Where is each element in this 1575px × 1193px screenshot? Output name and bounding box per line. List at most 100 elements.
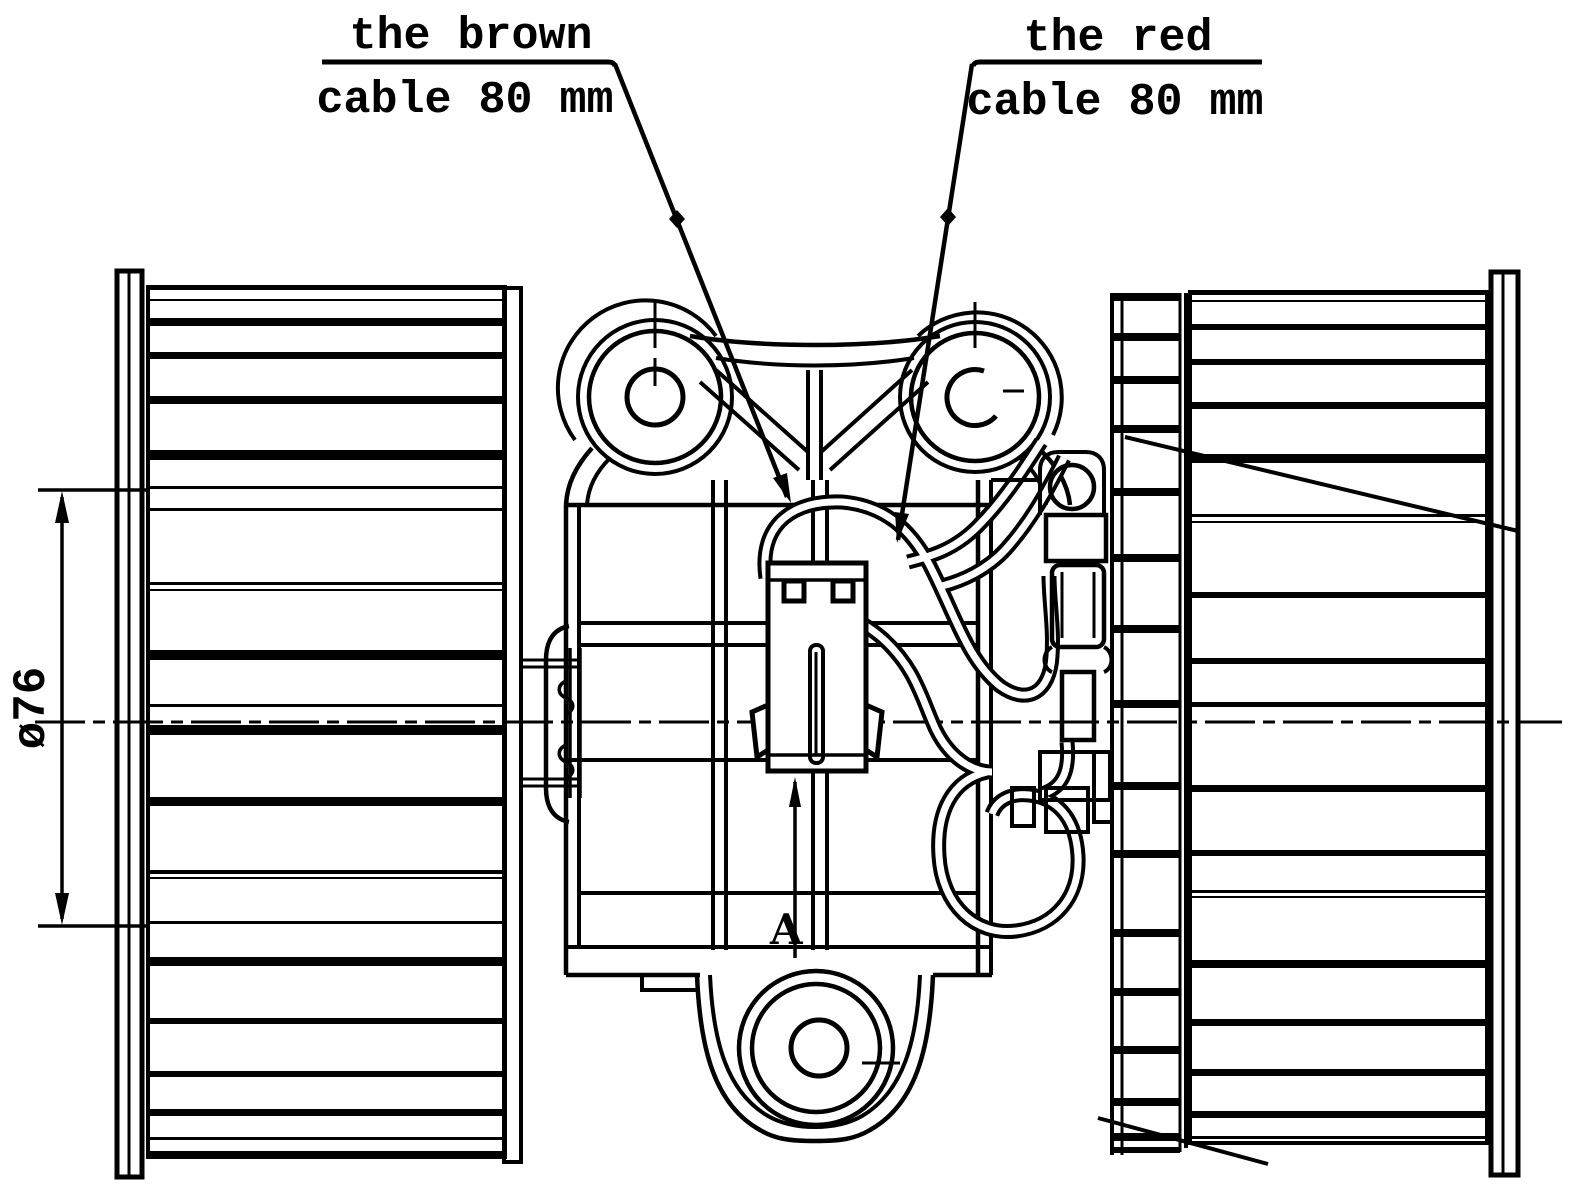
- fan-blade-stripe: [1192, 300, 1485, 302]
- fan-blade-stripe: [1192, 960, 1485, 968]
- red-leader-arrowhead: [895, 512, 909, 543]
- terminal-block: [1043, 512, 1109, 564]
- fan-blade-stripe: [1114, 425, 1180, 433]
- fan-blade-stripe: [1192, 1111, 1485, 1118]
- cable-loop: [935, 768, 1082, 936]
- fan-blade-stripe: [150, 1071, 503, 1077]
- connector-notch-right: [830, 578, 856, 604]
- bottom-boss: [694, 968, 936, 1144]
- connector-wing-left: [749, 701, 771, 762]
- fan-blade-stripe: [1114, 1098, 1180, 1106]
- right-fan-body: [1188, 290, 1489, 1145]
- fan-blade-stripe: [1192, 1069, 1485, 1076]
- fan-blade-stripe: [1114, 700, 1180, 708]
- saddle-outer: [689, 333, 941, 348]
- brown-leader-arrowhead: [773, 473, 791, 503]
- fan-blade-stripe: [1192, 785, 1485, 792]
- diameter-dimension: ø76: [6, 488, 146, 928]
- view-arrowhead: [789, 777, 801, 807]
- fan-blade-stripe: [150, 1137, 503, 1140]
- fan-blade-stripe: [150, 957, 503, 966]
- spring-clip-lower: [557, 743, 575, 780]
- fan-blade-stripe: [1192, 1019, 1485, 1026]
- stray-leader-line-lower: [1097, 1116, 1269, 1166]
- brown-cable-callout: the brown cable 80 mm: [316, 11, 791, 503]
- red-label-underline: [970, 59, 1262, 67]
- fan-blade-stripe: [1192, 402, 1485, 409]
- left-fan-wheel: [114, 268, 523, 1180]
- fan-blade-stripe: [1192, 359, 1485, 365]
- brown-cable-label-line2: cable 80 mm: [316, 75, 613, 126]
- fan-blade-stripe: [1192, 514, 1485, 517]
- fan-blade-stripe: [1192, 850, 1485, 856]
- fan-blade-stripe: [150, 396, 503, 404]
- fan-blade-stripe: [1192, 454, 1485, 463]
- red-cable-label-line2: cable 80 mm: [966, 77, 1263, 128]
- fan-blade-stripe: [1114, 1133, 1180, 1141]
- fan-blade-stripe: [1114, 1147, 1180, 1153]
- fan-blade-stripe: [150, 1109, 503, 1116]
- brown-leader-tick: [669, 210, 685, 228]
- fan-blade-stripe: [1192, 890, 1485, 893]
- fan-blade-stripe: [1114, 850, 1180, 858]
- fan-blade-stripe: [150, 287, 503, 290]
- fan-blade-stripe: [1192, 324, 1485, 330]
- fan-blade-stripe: [1114, 625, 1180, 633]
- spring-clip-upper: [557, 679, 575, 716]
- red-leader-tick: [940, 208, 956, 226]
- fan-blade-stripe: [150, 1151, 503, 1156]
- saddle-inner: [715, 356, 915, 368]
- grommet-hole: [1047, 462, 1097, 512]
- fan-blade-stripe: [1192, 592, 1485, 598]
- fan-blade-stripe: [1192, 658, 1485, 664]
- bottom-boss-hole: [788, 1017, 850, 1079]
- brown-leader-line: [612, 63, 790, 498]
- connector-block: [749, 560, 885, 774]
- fan-blade-stripe: [1192, 896, 1485, 898]
- left-fan-right-cap: [502, 286, 523, 1164]
- fan-blade-stripe: [150, 450, 503, 460]
- terminal-stack: [991, 450, 1114, 834]
- right-fan-blade-column: [1114, 293, 1180, 1153]
- connector-notch-left: [781, 578, 807, 604]
- fan-blade-stripe: [1114, 1046, 1180, 1054]
- view-label: A: [769, 905, 804, 954]
- fan-blade-stripe: [150, 1018, 503, 1024]
- dimension-arrow-down: [55, 893, 69, 925]
- view-arrow: A: [769, 777, 804, 958]
- right-fan-wheel: [1097, 269, 1521, 1178]
- fan-blade-stripe: [1192, 1136, 1485, 1139]
- fan-blade-stripe: [1114, 376, 1180, 384]
- connector-wing-right: [863, 701, 885, 762]
- fan-blade-stripe: [150, 589, 503, 591]
- brown-label-underline: [322, 59, 618, 67]
- mounting-bracket: [555, 298, 1073, 506]
- right-boss-outer-circle: [908, 330, 1042, 464]
- fan-blade-stripe: [1114, 782, 1180, 790]
- fan-blade-stripe: [1192, 1141, 1485, 1143]
- fan-blade-stripe: [150, 797, 503, 806]
- fan-blade-stripe: [150, 921, 503, 924]
- left-fan-blade-stripes: [150, 287, 503, 1156]
- fan-blade-stripe: [150, 877, 503, 879]
- fan-blade-stripe: [150, 299, 503, 301]
- fan-blade-stripe: [1192, 521, 1485, 523]
- fan-blade-stripe: [150, 318, 503, 326]
- right-fan-blade-stripes: [1192, 292, 1485, 1143]
- left-boss-outer-circle: [586, 328, 724, 466]
- grommet-housing: [1038, 450, 1106, 515]
- fan-blade-stripe: [150, 582, 503, 585]
- diameter-value: ø76: [6, 667, 58, 750]
- fan-blade-stripe: [150, 486, 503, 489]
- fan-blade-stripe: [1114, 929, 1180, 937]
- fan-blade-stripe: [150, 508, 503, 511]
- fan-blade-stripe: [1114, 488, 1180, 496]
- fan-blade-stripe: [1192, 702, 1485, 707]
- stray-leader-line-upper: [1124, 435, 1519, 533]
- red-cable-label-line1: the red: [1023, 13, 1212, 64]
- red-cable-callout: the red cable 80 mm: [895, 13, 1264, 543]
- connector-slot: [808, 643, 825, 765]
- fan-blade-stripe: [150, 725, 503, 735]
